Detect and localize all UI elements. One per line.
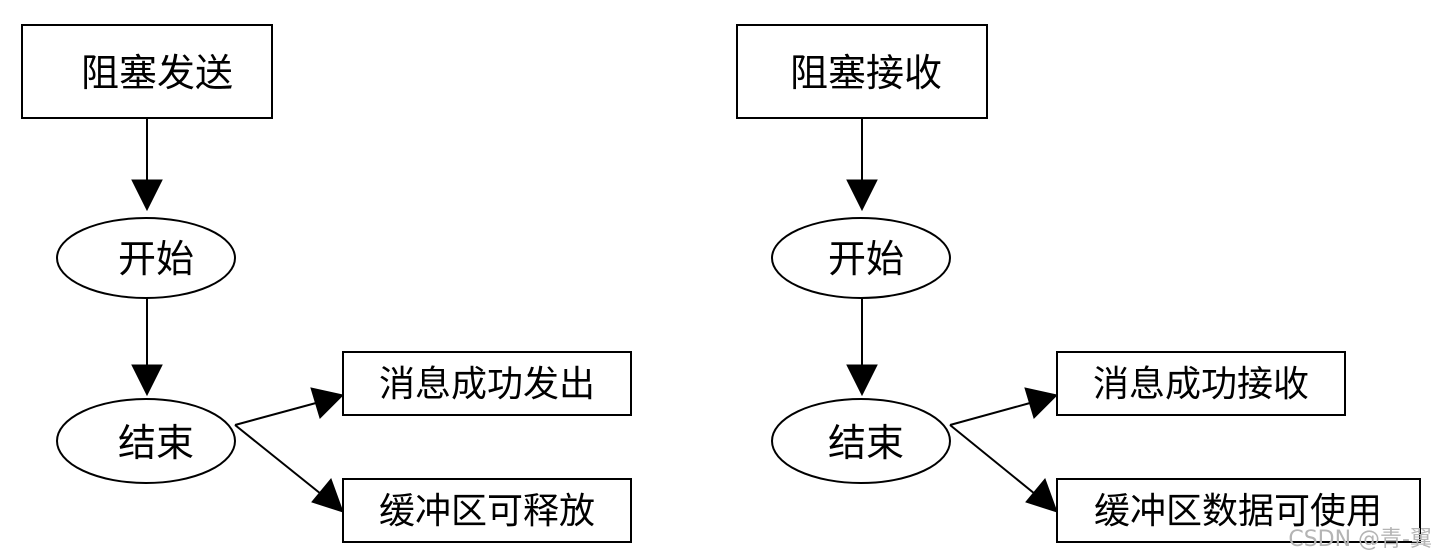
receive-end-label: 结束 [828, 421, 904, 465]
send-root-label: 阻塞发送 [81, 51, 233, 95]
send-edge-end-to-outcome-2-arrow [311, 478, 344, 513]
send-edge-start-to-end-arrow [131, 364, 163, 397]
send-outcome-1-label: 消息成功发出 [379, 364, 595, 405]
send-outcome-2-box [342, 478, 632, 543]
receive-outcome-1-box [1056, 351, 1346, 416]
watermark-text: CSDN @青-翼 [1288, 527, 1432, 552]
receive-end-ellipse [771, 398, 951, 484]
receive-edge-start-to-end-arrow [846, 364, 878, 397]
receive-root-node: 阻塞接收 [736, 24, 988, 119]
receive-start-node: 开始 [771, 217, 951, 299]
send-edge-end-to-outcome-1-arrow [310, 387, 345, 419]
send-flowchart: 阻塞发送 开始 结束 [21, 24, 632, 543]
receive-edge-root-to-start [846, 118, 878, 212]
receive-edge-end-to-outcome-2-line [949, 424, 1036, 495]
send-outcome-1-box [342, 351, 632, 416]
send-edge-root-to-start [131, 118, 163, 212]
send-edge-end-to-outcome-2 [234, 424, 344, 513]
receive-edge-start-to-end [846, 298, 878, 397]
send-outcome-2-label: 缓冲区可释放 [379, 491, 595, 532]
receive-end-node: 结束 [771, 398, 951, 484]
send-edge-end-to-outcome-1 [234, 387, 345, 426]
receive-flowchart: 阻塞接收 开始 结束 [736, 24, 1421, 543]
send-root-node: 阻塞发送 [21, 24, 273, 119]
receive-root-label: 阻塞接收 [790, 51, 942, 95]
send-outcome-1-node: 消息成功发出 [342, 351, 632, 416]
receive-outcome-1-label: 消息成功接收 [1093, 364, 1309, 405]
receive-edge-end-to-outcome-1-line [949, 402, 1031, 426]
receive-edge-end-to-outcome-1 [949, 387, 1059, 426]
send-root-box [21, 24, 273, 119]
receive-start-label: 开始 [828, 237, 904, 281]
receive-outcome-2-node: 缓冲区数据可使用 [1056, 478, 1421, 543]
send-end-node: 结束 [56, 398, 236, 484]
receive-edge-end-to-outcome-1-arrow [1024, 387, 1059, 419]
send-start-label: 开始 [118, 237, 194, 281]
send-edge-end-to-outcome-2-line [234, 424, 322, 495]
send-start-node: 开始 [56, 217, 236, 299]
receive-outcome-2-label: 缓冲区数据可使用 [1094, 491, 1382, 532]
receive-outcome-2-box [1056, 478, 1421, 543]
send-edge-root-to-start-arrow [131, 179, 163, 212]
receive-root-box [736, 24, 988, 119]
send-end-label: 结束 [118, 421, 194, 465]
receive-edge-root-to-start-arrow [846, 179, 878, 212]
send-end-ellipse [56, 398, 236, 484]
send-edge-end-to-outcome-1-line [234, 402, 317, 426]
receive-outcome-1-node: 消息成功接收 [1056, 351, 1346, 416]
receive-edge-end-to-outcome-2 [949, 424, 1058, 513]
send-outcome-2-node: 缓冲区可释放 [342, 478, 632, 543]
receive-edge-end-to-outcome-2-arrow [1025, 478, 1058, 513]
send-edge-start-to-end [131, 298, 163, 397]
